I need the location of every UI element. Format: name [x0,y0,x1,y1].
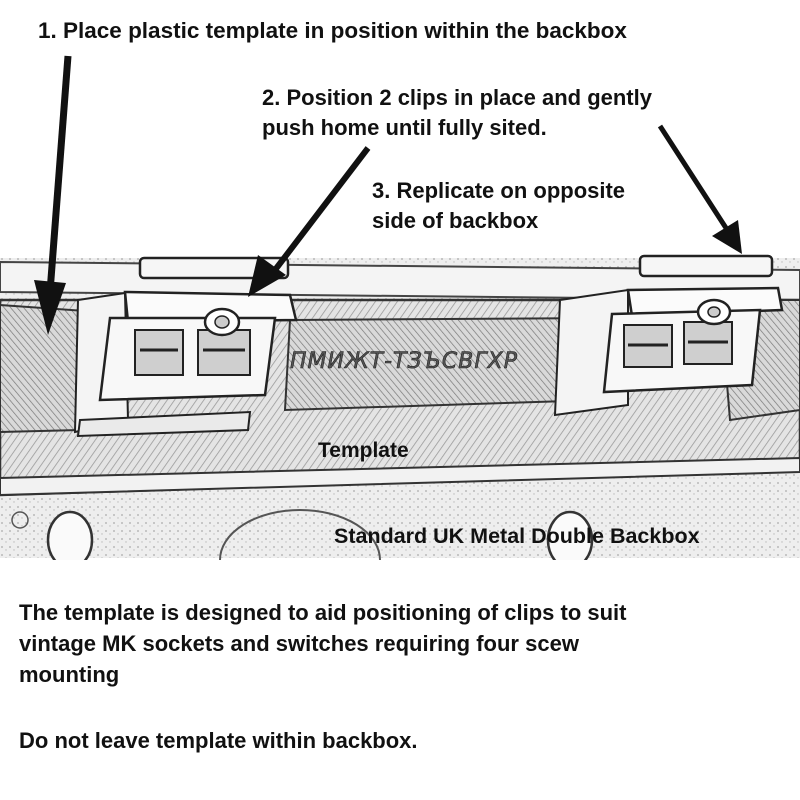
embossed-text: ПМИЖТ-ТЗЪСВГХР [290,349,518,374]
backbox-knockouts [11,509,594,560]
template-edge [0,456,800,497]
backbox-template-photo: ПМИЖТ-ТЗЪСВГХР [0,55,800,560]
warning-text: Do not leave template within backbox. [19,728,418,753]
step-3-instruction: 3. Replicate on opposite side of backbox [372,178,626,233]
template-label: Template [318,439,409,462]
arrow-step1 [34,55,72,335]
step-2-instruction: 2. Position 2 clips in place and gently … [262,85,652,140]
right-clip [553,254,784,417]
backbox-label: Standard UK Metal Double Backbox [334,524,700,548]
arrow-step3 [657,124,742,254]
left-clip [73,256,298,438]
step-1-instruction: 1. Place plastic template in position wi… [38,18,627,43]
description-text: The template is designed to aid position… [19,600,627,687]
arrow-step2 [248,146,371,297]
